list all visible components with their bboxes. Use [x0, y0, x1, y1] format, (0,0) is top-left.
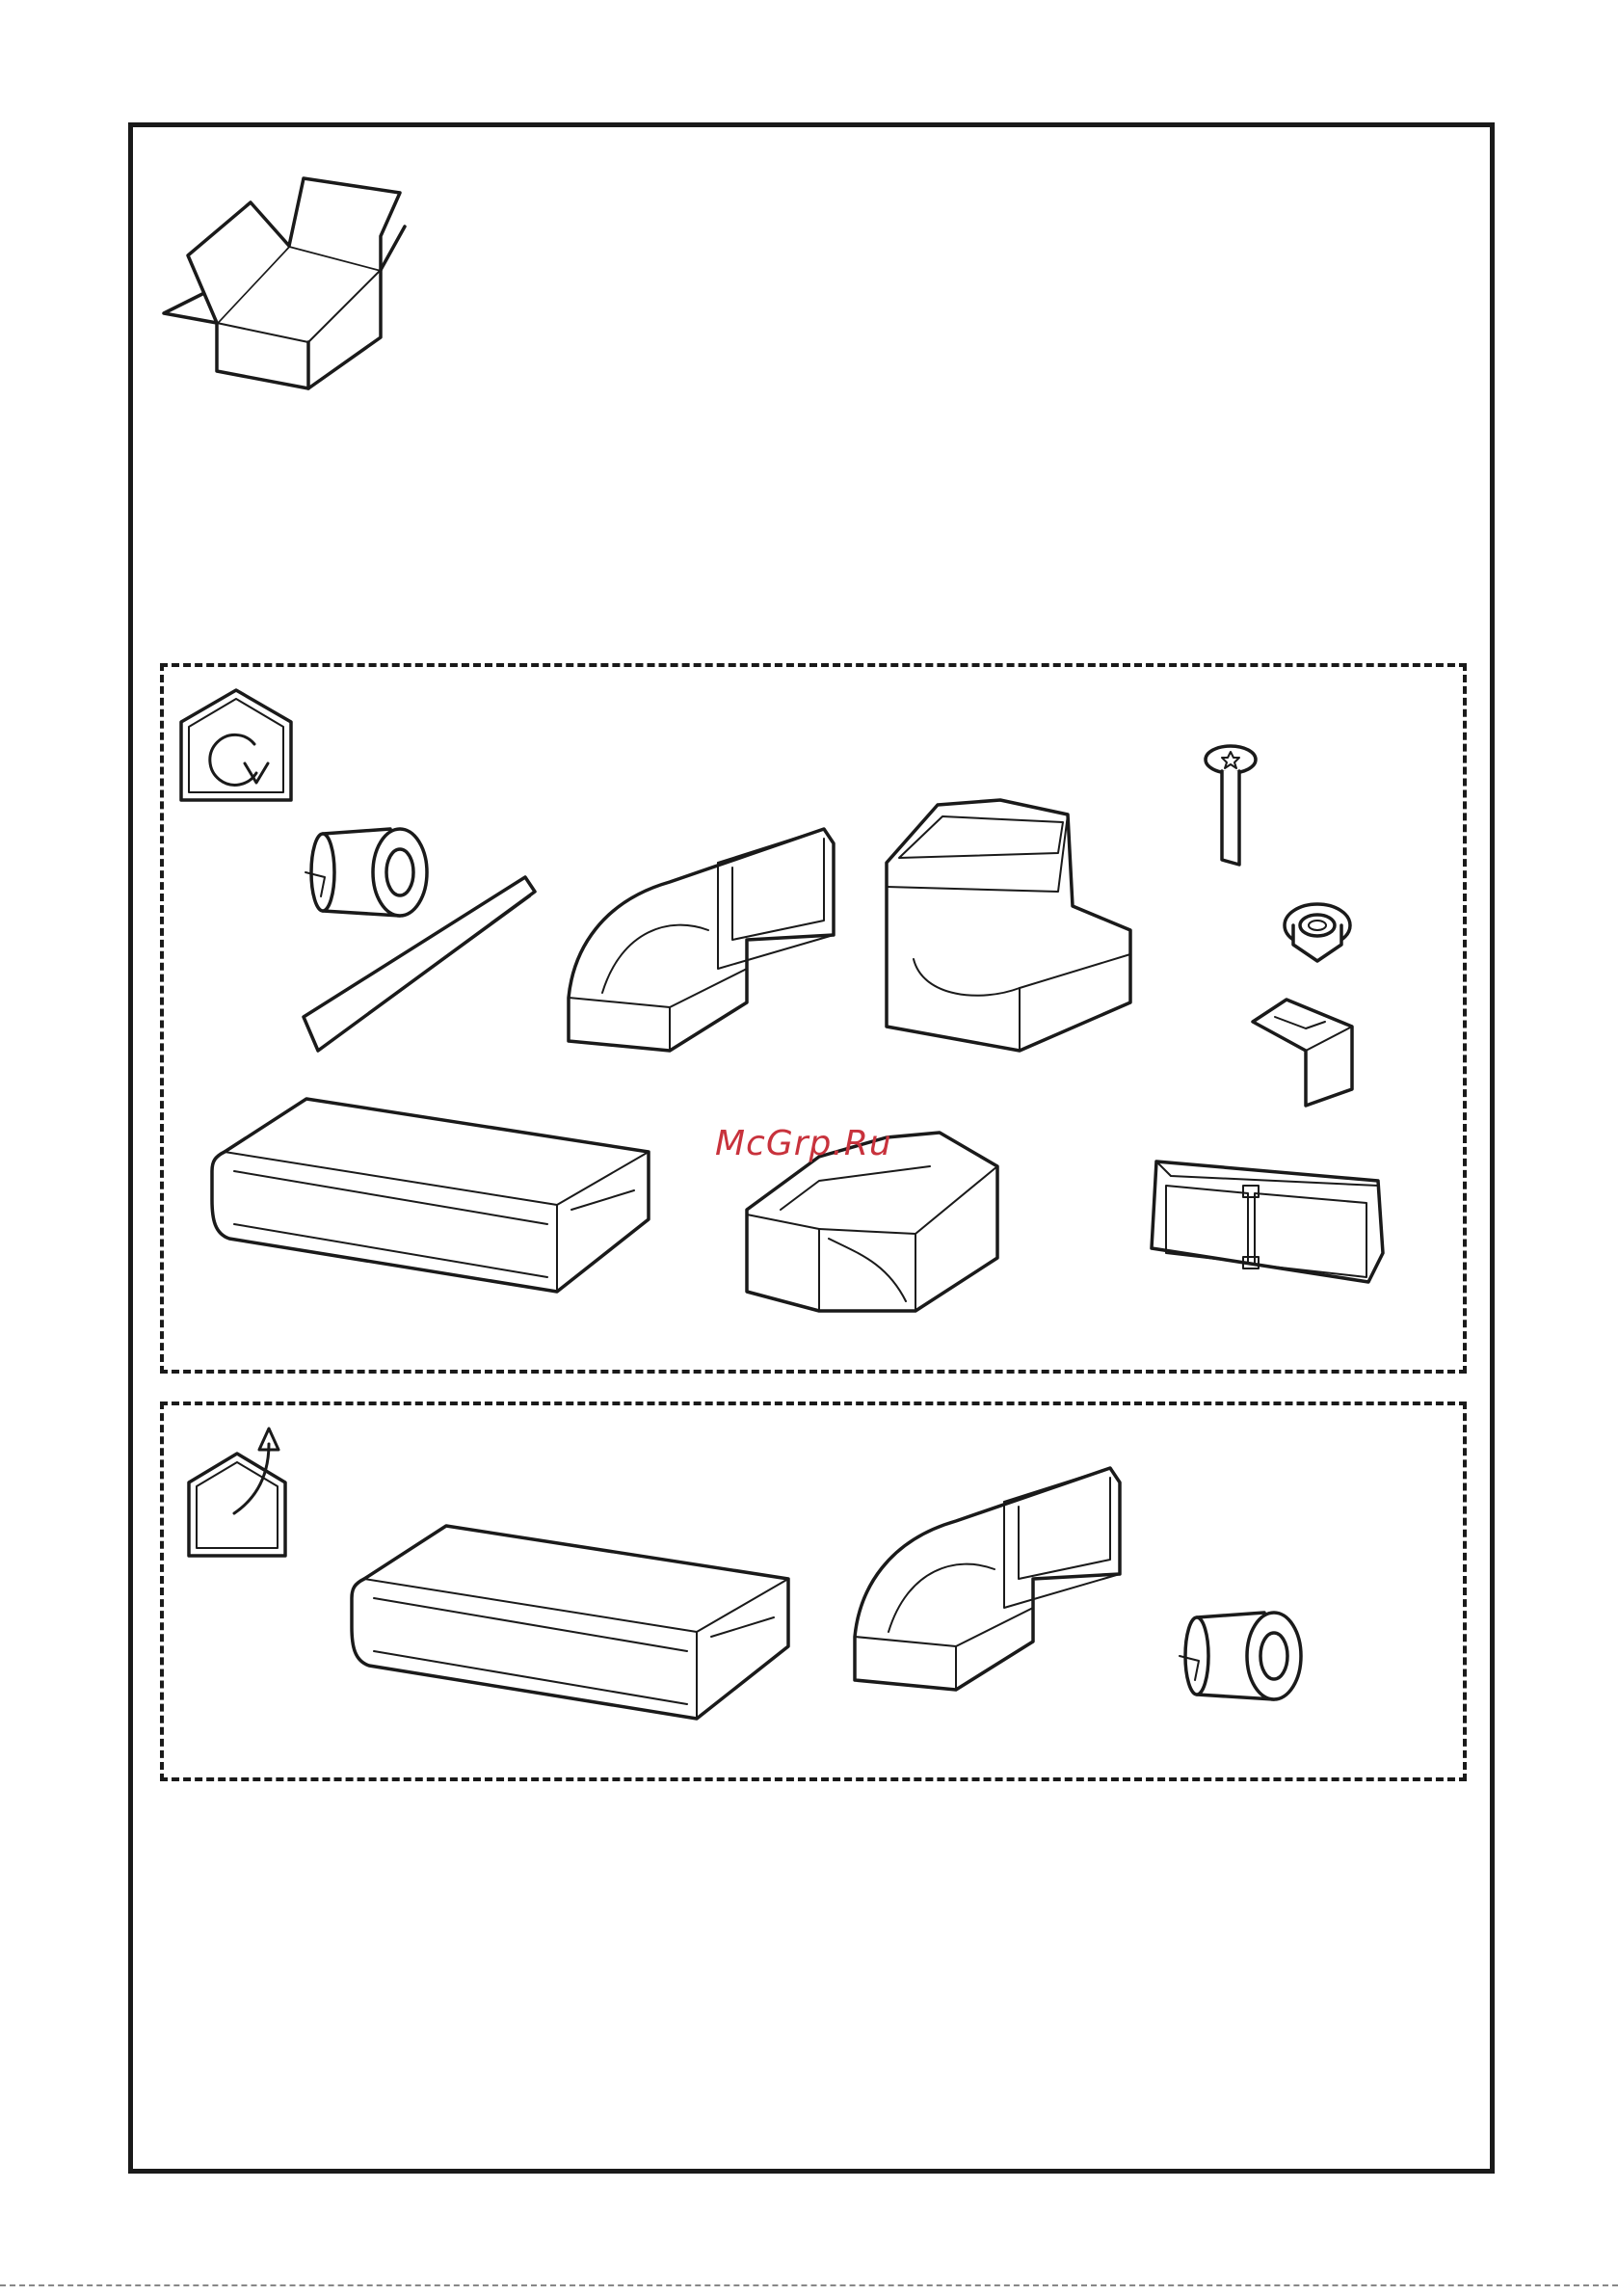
open-box-icon — [159, 178, 410, 390]
flange-nut — [1282, 892, 1354, 964]
venting-house-icon — [186, 1425, 290, 1560]
mounting-clip — [1248, 998, 1359, 1108]
flat-duct — [350, 1521, 793, 1723]
duct-elbow-90 — [850, 1463, 1125, 1695]
duct-elbow-90 — [564, 824, 838, 1055]
hook-bracket — [299, 872, 540, 1055]
flat-duct — [210, 1094, 653, 1296]
watermark: McGrp.Ru — [715, 1124, 892, 1163]
page-edge-rule — [0, 2284, 1618, 2286]
recirculation-house-icon — [179, 688, 293, 802]
adhesive-tape-roll — [1178, 1608, 1308, 1704]
duct-elbow-vertical — [885, 795, 1135, 1055]
carbon-filter — [1147, 1157, 1388, 1287]
screw — [1203, 742, 1259, 868]
